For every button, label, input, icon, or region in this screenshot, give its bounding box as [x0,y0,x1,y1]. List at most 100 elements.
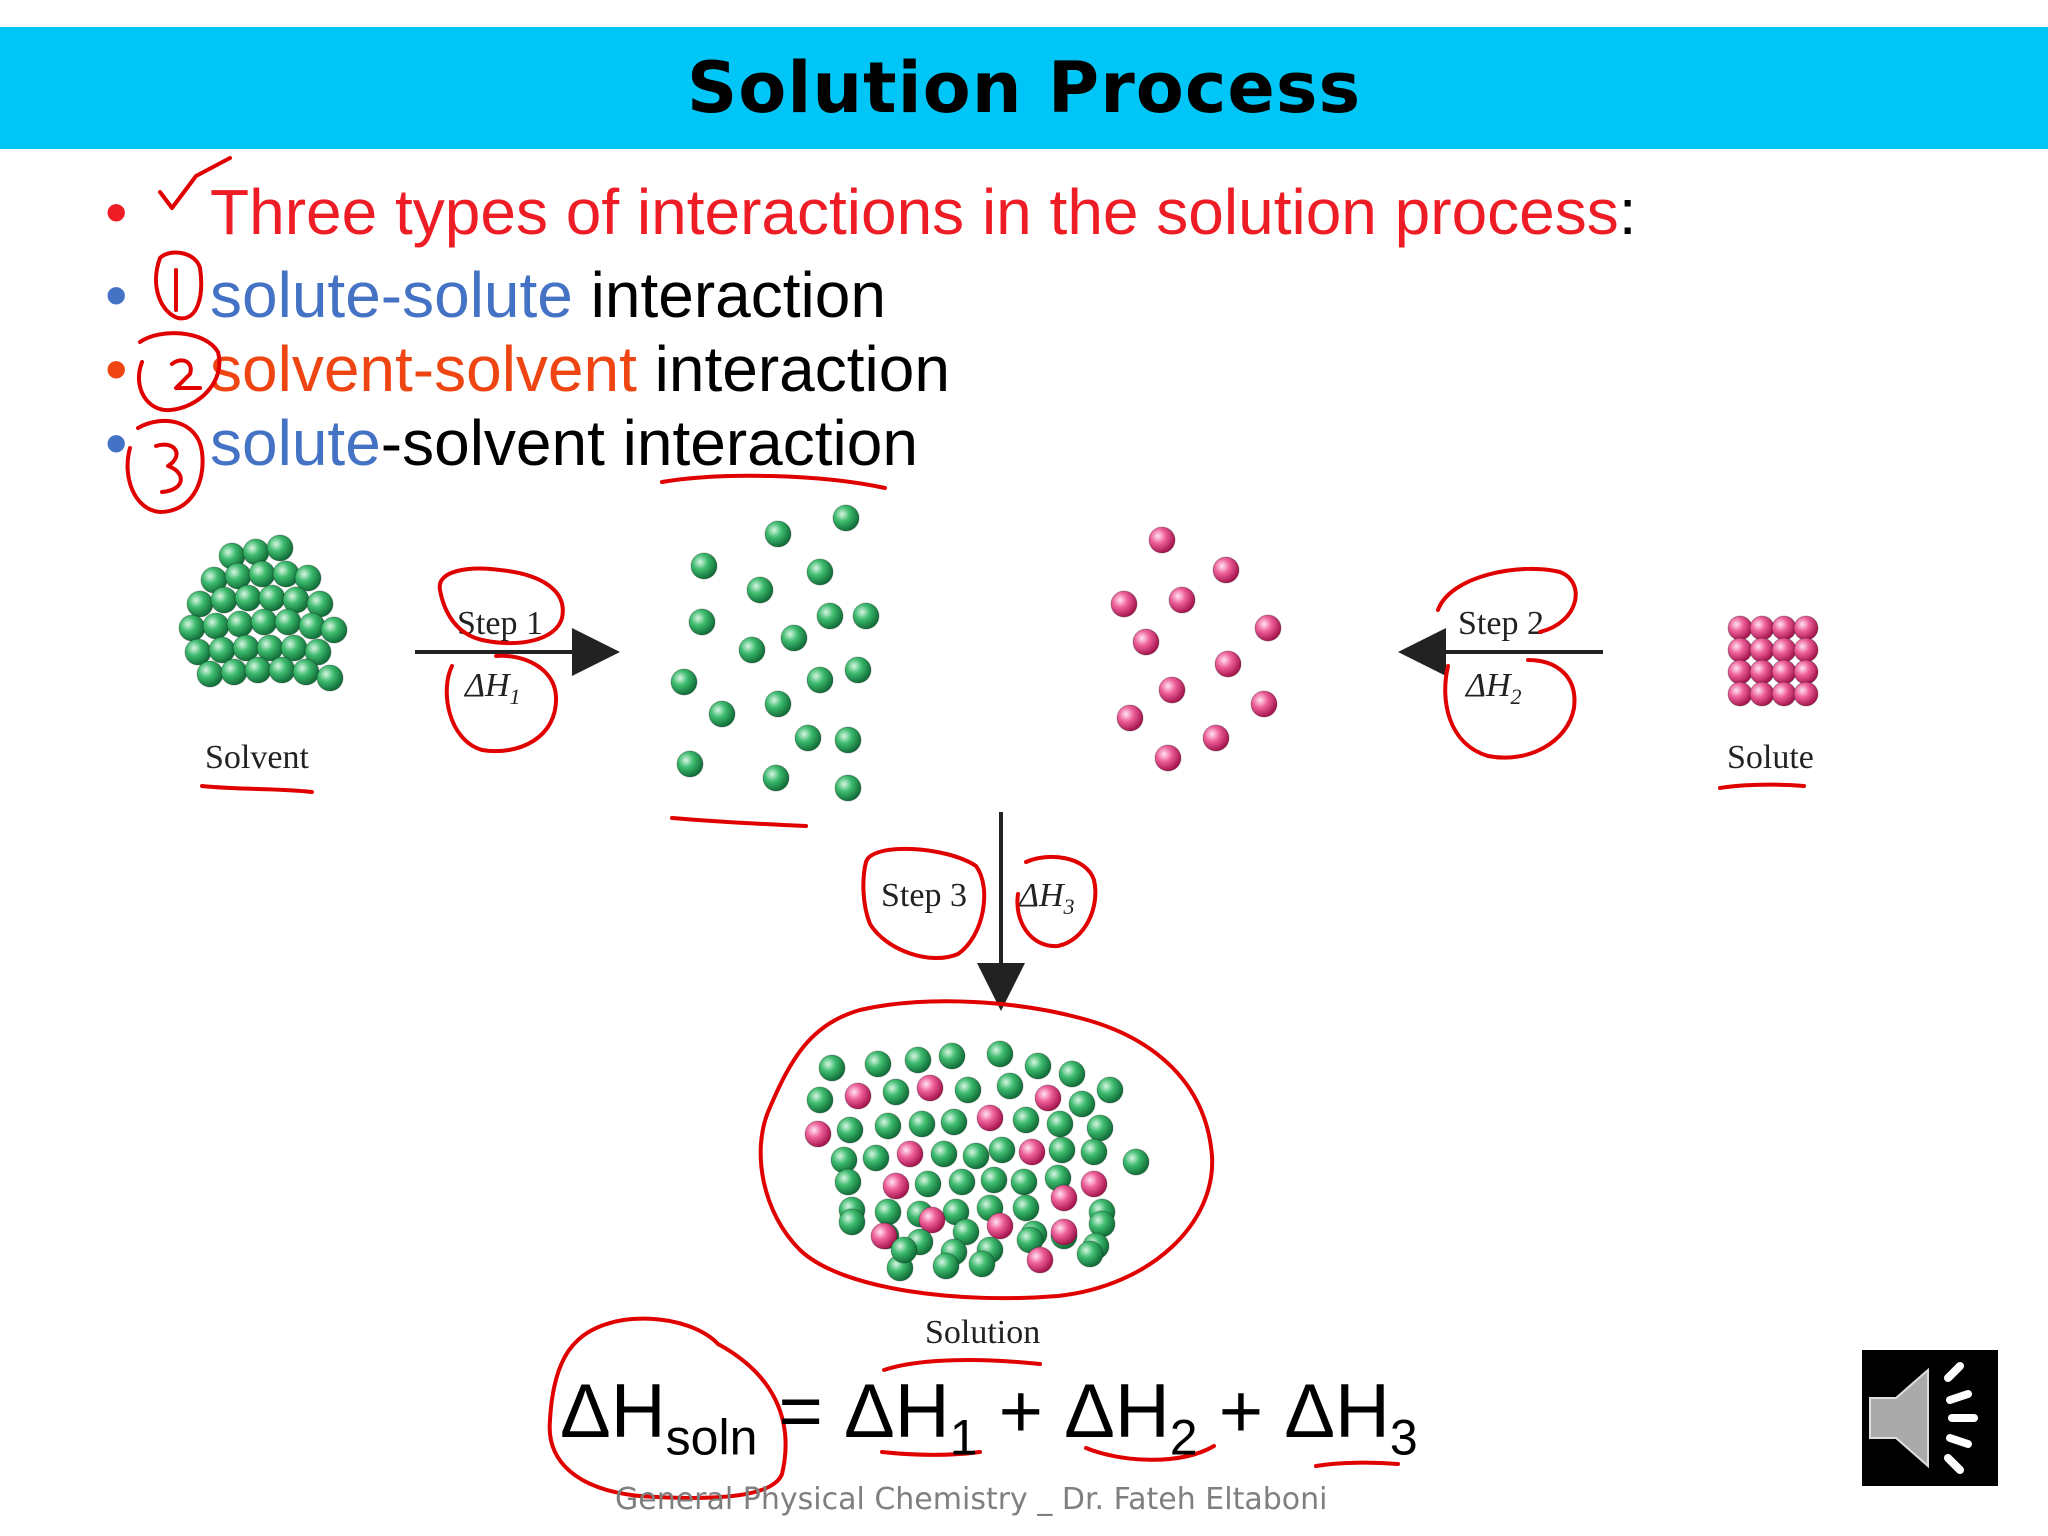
solvent-particle [298,612,326,640]
circle-step2 [1436,566,1578,634]
eq-term-3: ΔH [1284,1369,1390,1454]
circle-dh-soln [547,1316,788,1500]
solvent-particle [1012,1194,1040,1222]
solvent-particle [676,750,704,778]
solvent-particle [244,656,272,684]
eq-term-2: ΔH [1064,1369,1170,1454]
solvent-particle [914,1170,942,1198]
solvent-particle [688,608,716,636]
solvent-particle [1086,1114,1114,1142]
solvent-label: Solvent [205,739,309,776]
underline-dispersed-solvent [670,816,808,828]
slide-title: Solution Process [686,47,1362,129]
solvent-particle [304,638,332,666]
solvent-particle [250,608,278,636]
solvent-particle [830,1146,858,1174]
solvent-particle [954,1076,982,1104]
solvent-particle [274,608,302,636]
eq-term-2-subscript: 2 [1169,1409,1198,1466]
solvent-particle [832,504,860,532]
solute-dispersed [1110,526,1282,772]
solute-particle [1749,615,1775,641]
solvent-particle [874,1198,902,1226]
solvent-particle [1010,1168,1038,1196]
slide-footer: General Physical Chemistry _ Dr. Fateh E… [615,1482,1328,1517]
solvent-particle [1096,1076,1124,1104]
solute-particle [870,1222,898,1250]
solute-particle [1727,659,1753,685]
solvent-particle [670,668,698,696]
solute-particle [1793,637,1819,663]
overline-dh1 [882,1358,1042,1372]
bullet-marker: • [105,259,128,331]
bullet-4-text: -solvent interaction [380,407,918,479]
solute-particle [1148,526,1176,554]
solute-particle [804,1120,832,1148]
step1-enthalpy: ΔH1 [463,667,521,709]
circle-step3 [861,846,987,960]
solute-particle [1026,1246,1054,1274]
solute-particle [918,1206,946,1234]
eq-term-3-subscript: 3 [1389,1409,1418,1466]
solvent-particle [834,1168,862,1196]
underline-interaction [660,473,887,490]
title-bar: Solution Process [0,27,2048,149]
solvent-particle [186,590,214,618]
solvent-particle [1046,1110,1074,1138]
bullet-3-term: solvent-solvent [210,333,637,405]
solvent-particle [738,636,766,664]
solvent-particle [968,1250,996,1278]
eq-term-1-subscript: 1 [949,1409,978,1466]
solvent-particle [764,520,792,548]
solvent-particle [806,558,834,586]
bullet-3-text: interaction [636,333,950,405]
solute-particle [1793,681,1819,707]
solvent-particle [874,1112,902,1140]
solute-particle [1250,690,1278,718]
solvent-particle [690,552,718,580]
solvent-particle [1058,1060,1086,1088]
bullet-1-colon: : [1618,176,1637,248]
solute-particle [1050,1218,1078,1246]
solvent-particle [890,1236,918,1264]
solute-particle [1154,744,1182,772]
solute-label: Solute [1727,739,1814,776]
solvent-particle [220,658,248,686]
solute-particle [844,1082,872,1110]
speaker-icon[interactable] [1862,1350,1998,1486]
solute-particle [1050,1184,1078,1212]
solvent-particle [268,656,296,684]
solvent-particle [196,660,224,688]
circle-number-2 [136,331,222,413]
solute-particle [1158,676,1186,704]
solvent-particle [834,726,862,754]
solvent-cluster [178,534,348,692]
bullet-2-text: interaction [572,259,886,331]
solvent-particle [320,616,348,644]
checkmark-annotation [158,156,232,210]
solute-particle [1771,615,1797,641]
solvent-particle [852,602,880,630]
solvent-particle [948,1168,976,1196]
solvent-particle [762,764,790,792]
circle-solution [758,999,1215,1301]
eq-lhs: ΔH [560,1369,666,1454]
solvent-particle [1012,1106,1040,1134]
solute-particle [1214,650,1242,678]
bullet-4: •solute-solvent interaction [105,411,918,475]
bullet-marker: • [105,333,128,405]
solvent-particle [962,1142,990,1170]
solvent-particle [316,664,344,692]
solvent-particle [178,614,206,642]
underline-dh3 [1314,1460,1400,1468]
circle-step1 [437,566,565,645]
solvent-particle [996,1072,1024,1100]
solvent-particle [1080,1138,1108,1166]
solute-particle [1168,586,1196,614]
solvent-particle [294,564,322,592]
step3-label: Step 3 [881,877,967,914]
solvent-particle [1076,1240,1104,1268]
solvent-particle [938,1042,966,1070]
numeral-3-stroke [154,442,183,494]
